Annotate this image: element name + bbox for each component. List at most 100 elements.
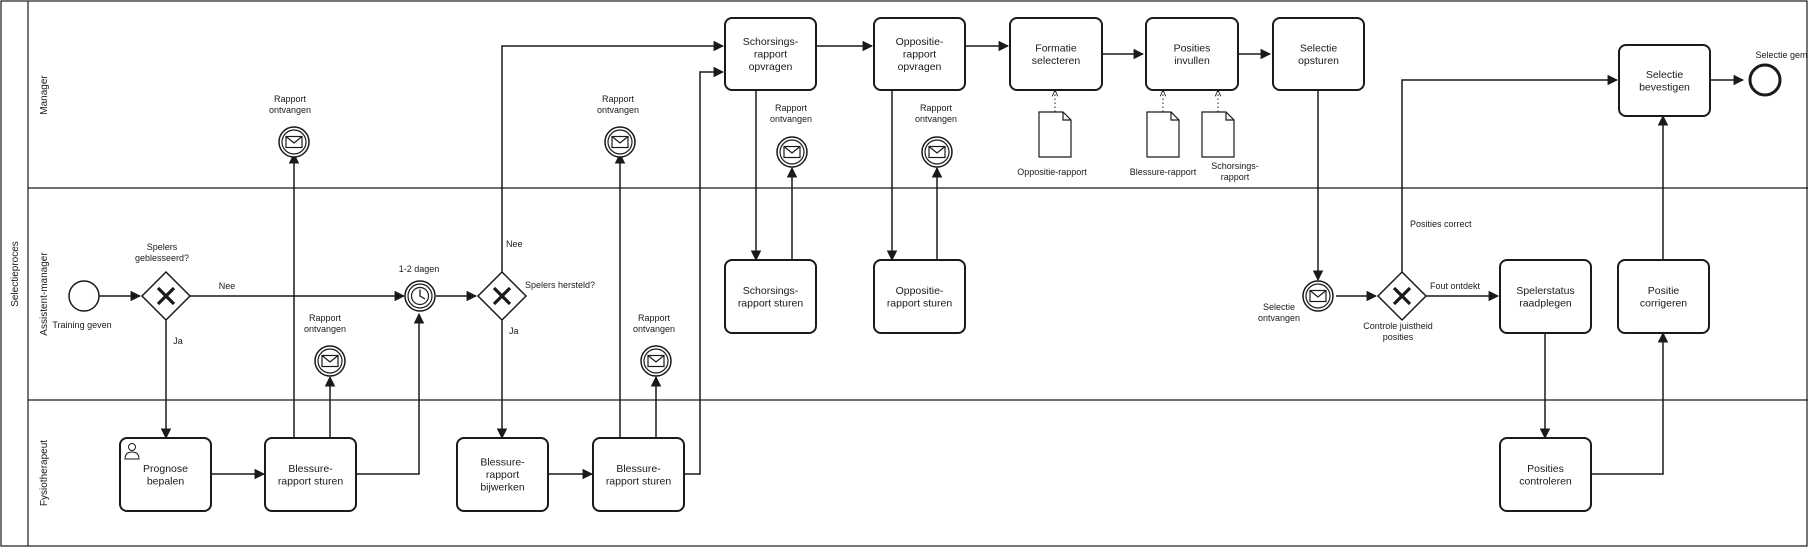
task-blessure-sturen-1[interactable]: Blessure-rapport sturen — [264, 437, 357, 512]
flow-label: Nee — [506, 239, 523, 249]
task-box — [873, 259, 966, 334]
task-label: Blessure-rapport sturen — [606, 463, 672, 488]
message-event-manager-1[interactable] — [278, 126, 310, 158]
data-object-label: Schorsings-rapport — [1211, 161, 1259, 182]
flow-label: Fout ontdekt — [1430, 281, 1481, 291]
data-object-label: Blessure-rapport — [1130, 167, 1197, 177]
task-box — [1272, 17, 1365, 91]
flow-label: Nee — [219, 281, 236, 291]
envelope-icon — [1309, 289, 1327, 303]
envelope-icon — [647, 354, 665, 368]
flow-controleren-to-corrigeren — [1592, 331, 1669, 475]
start-event[interactable] — [68, 280, 100, 312]
data-object-oppositie[interactable] — [1038, 111, 1072, 158]
exclusive-x-icon — [492, 286, 512, 306]
lane-label-assistant: Assistent-manager — [39, 252, 50, 336]
end-event[interactable] — [1748, 63, 1782, 97]
sequence-flows — [98, 40, 1745, 480]
envelope-icon — [783, 145, 801, 159]
flow-correct-to-bevestigen — [1401, 74, 1619, 274]
exclusive-x-icon — [1392, 286, 1412, 306]
end-event-label: Selectie gemaakt — [1755, 50, 1808, 60]
flow-sturen-to-schorsing — [684, 66, 725, 475]
data-object-shapes — [1038, 111, 1235, 158]
flow-blessure-to-timer — [356, 312, 425, 475]
task-box — [1499, 259, 1592, 334]
task-box — [873, 17, 966, 91]
envelope-icon — [928, 145, 946, 159]
task-box — [1145, 17, 1239, 91]
task-box — [1009, 17, 1103, 91]
task-box — [1618, 44, 1711, 117]
task-oppositie-sturen[interactable]: Oppositie-rapport sturen — [873, 259, 966, 334]
data-object-schorsing[interactable] — [1201, 111, 1235, 158]
lane-label-manager: Manager — [39, 75, 50, 115]
data-associations — [1055, 90, 1218, 112]
user-icon — [124, 443, 140, 460]
lane-label-physio: Fysiotherapeut — [39, 440, 50, 506]
pool-label: Selectieproces — [10, 241, 21, 307]
data-object-blessure[interactable] — [1146, 111, 1180, 158]
message-event-manager-4[interactable] — [921, 136, 953, 168]
envelope-icon — [285, 135, 303, 149]
gateway-juistheid[interactable] — [1376, 270, 1428, 322]
flow-label: Ja — [173, 336, 183, 346]
message-event-manager-3[interactable] — [776, 136, 808, 168]
start-event-label: Training geven — [52, 320, 111, 330]
event-shapes — [68, 63, 1782, 377]
task-blessure-sturen-2[interactable]: Blessure-rapport sturen — [592, 437, 685, 512]
gateway-geblesseerd[interactable] — [140, 270, 192, 322]
exclusive-x-icon — [156, 286, 176, 306]
task-box — [264, 437, 357, 512]
timer-event[interactable] — [404, 280, 436, 312]
task-box — [724, 17, 817, 91]
task-box — [724, 259, 817, 334]
task-box — [1499, 437, 1592, 512]
task-box — [1617, 259, 1710, 334]
task-box — [456, 437, 549, 512]
gateway-hersteld[interactable] — [476, 270, 528, 322]
task-schorsing-sturen[interactable]: Schorsings-rapport sturen — [724, 259, 817, 334]
envelope-icon — [611, 135, 629, 149]
message-event-selectie-ontvangen[interactable] — [1302, 280, 1334, 312]
message-event-assistant-2[interactable] — [640, 345, 672, 377]
task-label: Schorsings-rapport sturen — [738, 285, 804, 310]
message-event-assistant-1[interactable] — [314, 345, 346, 377]
task-label: Oppositie-rapport sturen — [887, 285, 953, 310]
message-event-manager-2[interactable] — [604, 126, 636, 158]
envelope-icon — [321, 354, 339, 368]
task-label: Blessure-rapport sturen — [278, 463, 344, 488]
gateway-label: Spelers hersteld? — [525, 280, 595, 290]
